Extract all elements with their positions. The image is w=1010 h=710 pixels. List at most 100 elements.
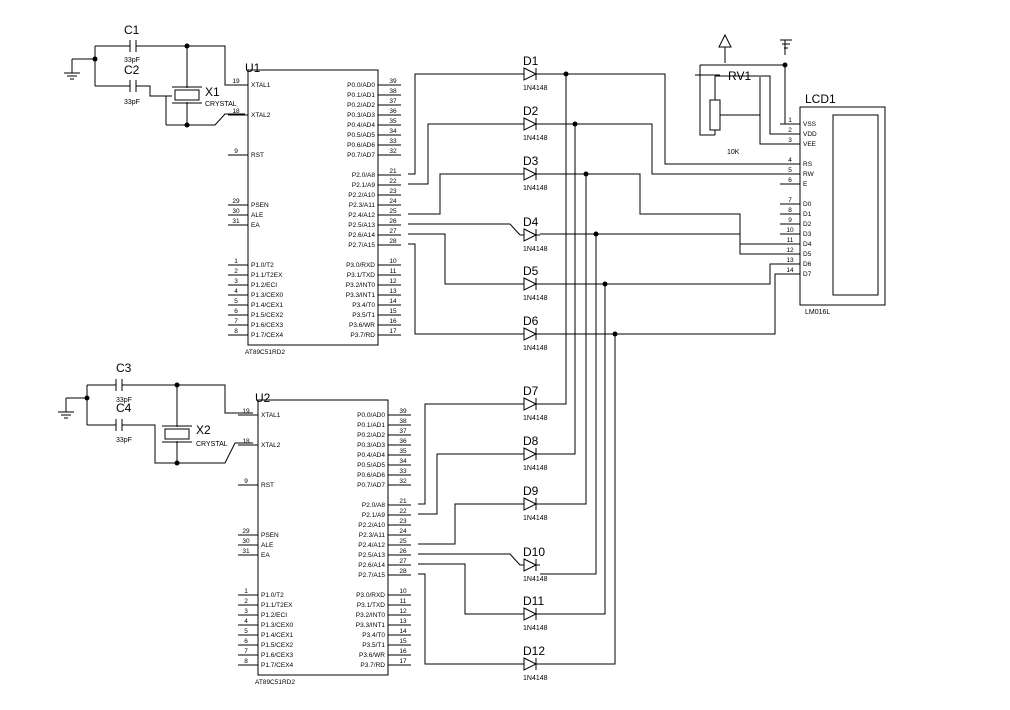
u1-pin-num: 31 xyxy=(232,218,240,225)
u2-pin-num: 33 xyxy=(399,468,407,475)
u1-pin-name: P3.0/RXD xyxy=(346,262,375,269)
lcd-pin-num: 6 xyxy=(788,177,792,184)
x2-value: CRYSTAL xyxy=(196,441,228,448)
junction-dot xyxy=(563,71,569,77)
junction-dot xyxy=(572,121,578,127)
junction-dot xyxy=(782,62,788,68)
junction-dot xyxy=(174,382,180,388)
u1-pin-name: P2.4/A12 xyxy=(348,212,375,219)
u2-pin-name: P1.2/ECI xyxy=(261,612,287,619)
u2-pin-name: ALE xyxy=(261,542,274,549)
junction-dot xyxy=(184,43,190,49)
u1-pin-name: P2.7/A15 xyxy=(348,242,375,249)
u2-pin-name: P1.3/CEX0 xyxy=(261,622,294,629)
u2-pin-num: 5 xyxy=(244,628,248,635)
c1-ref: C1 xyxy=(124,23,140,37)
lcd1-part: LM016L xyxy=(805,309,830,316)
u1-pin-name: P2.2/A10 xyxy=(348,192,375,199)
diode-triangle xyxy=(523,558,538,572)
u2-pin-name: P3.0/RXD xyxy=(356,592,385,599)
u1-pin-name: P0.6/AD6 xyxy=(347,142,375,149)
diode-part: 1N4148 xyxy=(523,185,548,192)
u1-pin-name: P1.6/CEX3 xyxy=(251,322,284,329)
lcd-pin-num: 8 xyxy=(788,207,792,214)
u2-pin-name: P2.0/A8 xyxy=(362,502,386,509)
lcd-pin-num: 5 xyxy=(788,167,792,174)
u1-pin-num: 8 xyxy=(234,328,238,335)
lcd-pin-name: VDD xyxy=(803,131,817,138)
u2-pin-name: P2.1/A9 xyxy=(362,512,386,519)
u1-pin-num: 35 xyxy=(389,118,397,125)
diode-triangle xyxy=(523,327,538,341)
lcd-pin-name: D0 xyxy=(803,201,812,208)
lcd1-display: 1VSS2VDD3VEE4RS5RW6E7D08D19D210D311D412D… xyxy=(780,106,886,306)
lcd-pin-num: 10 xyxy=(786,227,794,234)
u2-pin-name: P0.6/AD6 xyxy=(357,472,385,479)
lcd-pin-name: RW xyxy=(803,171,815,178)
u2-pin-name: P3.2/INT0 xyxy=(356,612,386,619)
u2-pin-name: P1.5/CEX2 xyxy=(261,642,294,649)
junction-dot xyxy=(92,56,98,62)
u1-pin-num: 26 xyxy=(389,218,397,225)
u2-pin-num: 17 xyxy=(399,658,407,665)
u2-pin-name: P0.7/AD7 xyxy=(357,482,385,489)
u2-pin-num: 25 xyxy=(399,538,407,545)
u2-pin-num: 24 xyxy=(399,528,407,535)
u1-pin-name: PSEN xyxy=(251,202,269,209)
diode-ref: D8 xyxy=(523,434,539,448)
lcd-pin-name: D6 xyxy=(803,261,812,268)
diode-triangle xyxy=(523,67,538,81)
u1-pin-num: 10 xyxy=(389,258,397,265)
lcd-pin-num: 11 xyxy=(787,237,794,244)
junction-dot xyxy=(174,460,180,466)
u1-pin-num: 12 xyxy=(389,278,397,285)
u1-pin-num: 16 xyxy=(389,318,397,325)
u1-pin-num: 4 xyxy=(234,288,238,295)
u1-pin-num: 7 xyxy=(234,318,238,325)
u2-pin-num: 37 xyxy=(399,428,407,435)
junction-dot xyxy=(184,122,190,128)
junction-dot xyxy=(583,171,589,177)
u1-pin-name: P2.6/A14 xyxy=(348,232,375,239)
u2-pin-name: P0.5/AD5 xyxy=(357,462,385,469)
u1-pin-name: P3.2/INT0 xyxy=(346,282,376,289)
diode-ref: D7 xyxy=(523,384,539,398)
u2-pin-name: P2.7/A15 xyxy=(358,572,385,579)
diode-part: 1N4148 xyxy=(523,295,548,302)
u1-pin-num: 33 xyxy=(389,138,397,145)
u1-pin-num: 23 xyxy=(389,188,397,195)
diode-ref: D1 xyxy=(523,54,539,68)
u1-pin-num: 30 xyxy=(232,208,240,215)
u2-pin-num: 28 xyxy=(399,568,407,575)
static-shapes xyxy=(115,33,732,443)
u1-pin-name: P1.4/CEX1 xyxy=(251,302,284,309)
u1-pin-name: P0.4/AD4 xyxy=(347,122,375,129)
u2-pin-num: 13 xyxy=(399,618,407,625)
u2-pin-num: 15 xyxy=(399,638,407,645)
u1-pin-name: P2.0/A8 xyxy=(352,172,376,179)
junction-dot xyxy=(602,281,608,287)
u2-pin-name: P1.0/T2 xyxy=(261,592,284,599)
diode-ref: D9 xyxy=(523,484,539,498)
u1-pin-num: 9 xyxy=(234,148,238,155)
lcd-pin-num: 9 xyxy=(788,217,792,224)
u2-pin-num: 2 xyxy=(244,598,248,605)
rv1-value: 10K xyxy=(727,149,740,156)
diode-ref: D4 xyxy=(523,215,539,229)
u2-pin-num: 3 xyxy=(244,608,248,615)
u1-pin-num: 6 xyxy=(234,308,238,315)
lcd-pin-num: 3 xyxy=(788,137,792,144)
u1-pin-num: 2 xyxy=(234,268,238,275)
u1-mcu: 19XTAL118XTAL29RST29PSEN30ALE31EA1P1.0/T… xyxy=(228,69,401,346)
x1-value: CRYSTAL xyxy=(205,101,237,108)
diode-part: 1N4148 xyxy=(523,246,548,253)
u2-pin-name: P3.6/WR xyxy=(359,652,385,659)
u2-body xyxy=(257,399,389,676)
u1-pin-num: 28 xyxy=(389,238,397,245)
u2-pin-name: P1.1/T2EX xyxy=(261,602,293,609)
u1-pin-name: P0.5/AD5 xyxy=(347,132,375,139)
u1-pin-name: P3.7/RD xyxy=(350,332,375,339)
u1-pin-name: P0.2/AD2 xyxy=(347,102,375,109)
lcd-pin-num: 14 xyxy=(786,267,794,274)
u1-pin-num: 25 xyxy=(389,208,397,215)
